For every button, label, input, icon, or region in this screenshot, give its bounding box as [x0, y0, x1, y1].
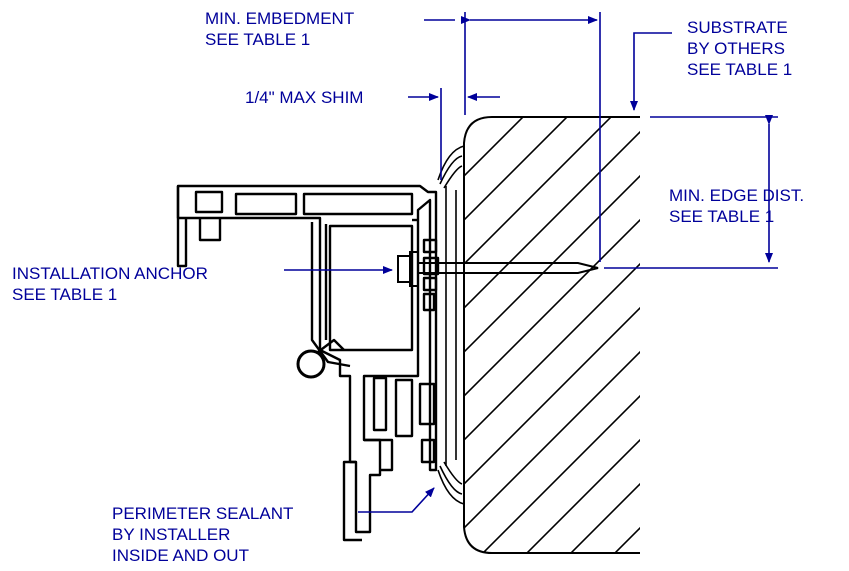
sealant-bead-bottom: [437, 461, 465, 505]
hatch-line: [563, 117, 640, 553]
anchor-chamber: [422, 238, 438, 254]
anchor-washer: [409, 251, 419, 287]
dimension-lines: [284, 12, 778, 513]
frame-chamber: [372, 376, 388, 432]
hatch-line: [464, 117, 640, 553]
hatch-line: [519, 117, 640, 553]
min-embedment-label: MIN. EMBEDMENT SEE TABLE 1: [205, 9, 355, 49]
window-frame-profile: [176, 184, 440, 542]
anchor-chamber: [422, 292, 436, 312]
frame-chamber: [418, 382, 436, 426]
installation-anchor-label: INSTALLATION ANCHOR SEE TABLE 1: [12, 264, 208, 304]
hatch-line: [464, 117, 640, 553]
hatch-line: [652, 80, 849, 560]
frame-chamber: [194, 190, 224, 214]
weatherstrip-stem: [317, 338, 345, 353]
installation-anchor-screw: [397, 251, 599, 287]
sealant-leader: [358, 487, 435, 513]
frame-lower-web: [364, 438, 394, 472]
frame-chamber: [394, 378, 414, 438]
frame-flange: [176, 186, 188, 268]
perimeter-sealant-beads: [437, 145, 465, 505]
frame-lower-web: [342, 460, 362, 542]
anchor-chamber: [422, 276, 438, 292]
hatch-line: [464, 117, 640, 553]
weatherstrip-bulb: [296, 349, 326, 379]
frame-chamber: [234, 192, 298, 216]
max-shim-label: 1/4" MAX SHIM: [245, 88, 364, 107]
hatch-line: [740, 80, 849, 560]
frame-chamber: [420, 438, 436, 464]
frame-outline: [176, 184, 438, 534]
frame-chamber: [302, 192, 414, 216]
sealant-bead-top: [437, 145, 465, 189]
hatch-line: [464, 117, 640, 553]
min-edge-dist-label: MIN. EDGE DIST. SEE TABLE 1: [669, 186, 805, 226]
hatch-line: [607, 117, 640, 553]
substrate-hatch: [464, 80, 849, 560]
hatch-line: [464, 117, 640, 553]
hatch-line: [464, 117, 640, 553]
anchor-shank: [418, 262, 599, 274]
substrate-label: SUBSTRATE BY OTHERS SEE TABLE 1: [687, 18, 793, 79]
frame-flange-inner: [198, 218, 222, 242]
hatch-line: [784, 80, 849, 560]
substrate-leader: [630, 32, 672, 111]
substrate-section: [463, 80, 849, 560]
anchor-head: [397, 255, 411, 283]
hatch-line: [464, 117, 605, 553]
shim-gap: [445, 186, 457, 466]
hatch-line: [464, 117, 561, 553]
frame-chamber: [328, 224, 414, 352]
hatch-line: [696, 80, 849, 560]
hatch-line: [464, 117, 640, 553]
perimeter-sealant-label: PERIMETER SEALANT BY INSTALLER INSIDE AN…: [112, 504, 294, 565]
hatch-line: [475, 117, 640, 553]
